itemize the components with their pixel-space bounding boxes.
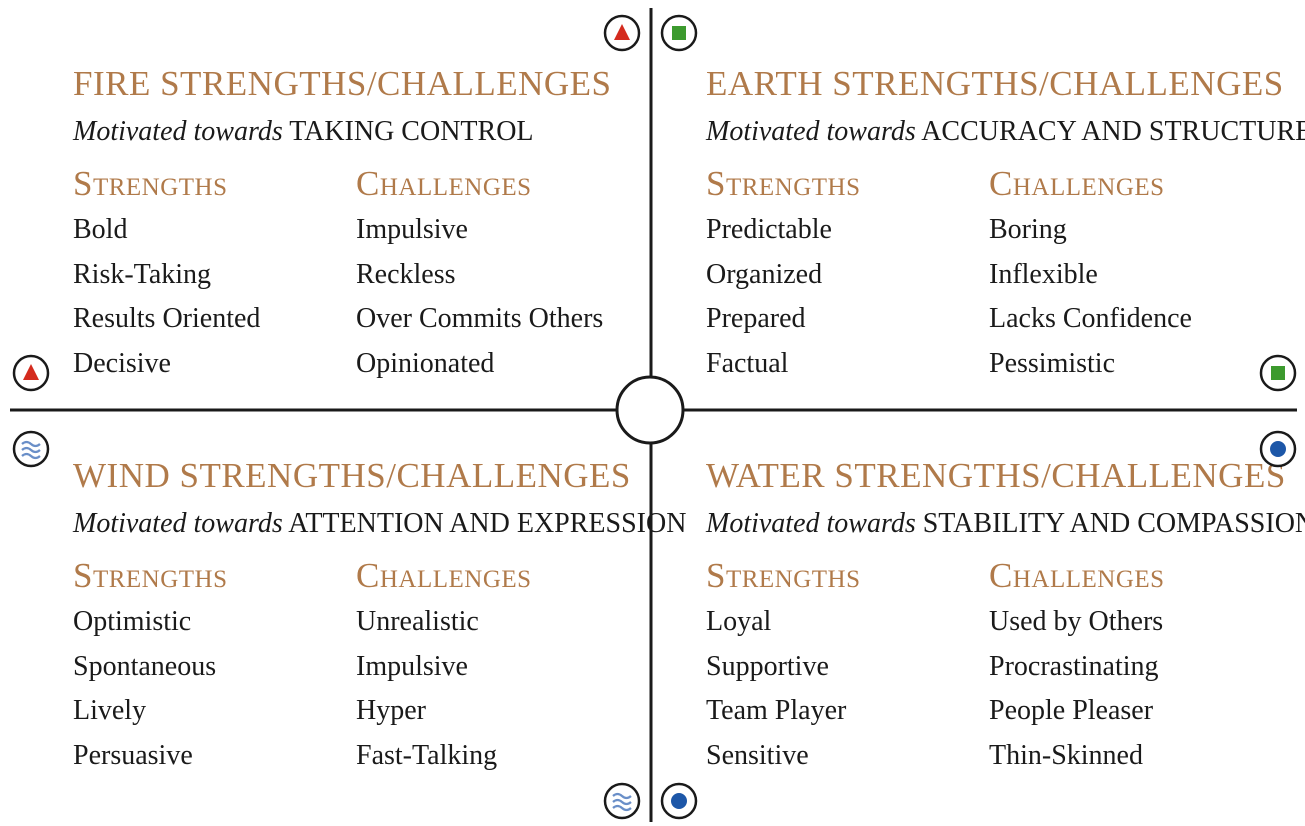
wind-challenges-column: Challenges Unrealistic Impulsive Hyper F…: [356, 556, 532, 780]
wind-strength-item: Persuasive: [73, 739, 193, 771]
wind-motivation-prefix: Motivated towards: [73, 508, 283, 539]
water-strength-item: Sensitive: [706, 739, 809, 771]
fire-challenge-item: Impulsive: [356, 214, 468, 245]
earth-motivation: Motivated towards ACCURACY AND STRUCTURE: [706, 116, 1305, 148]
earth-challenge-item: Pessimistic: [989, 347, 1116, 379]
water-strengths-heading: Strengths: [706, 556, 861, 595]
water-challenge-item: Used by Others: [989, 606, 1164, 637]
wind-challenges-heading: Challenges: [356, 556, 532, 595]
water-title: WATER STRENGTHS/CHALLENGES: [706, 456, 1286, 495]
red-triangle-icon: [12, 354, 50, 392]
earth-title: EARTH STRENGTHS/CHALLENGES: [706, 64, 1284, 103]
earth-challenges-heading: Challenges: [989, 164, 1165, 203]
blue-circle-icon: [1259, 430, 1297, 468]
water-motivation-prefix: Motivated towards: [706, 508, 916, 539]
earth-challenge-item: Lacks Confidence: [989, 303, 1192, 334]
wind-challenges-list: Unrealistic Impulsive Hyper Fast-Talking: [356, 602, 532, 780]
earth-strengths-heading: Strengths: [706, 164, 861, 203]
wind-strength-item: Optimistic: [73, 606, 192, 637]
wind-challenge-item: Hyper: [356, 695, 426, 726]
fire-strength-item: Results Oriented: [73, 303, 261, 334]
fire-strengths-list: Bold Risk-Taking Results Oriented Decisi…: [73, 210, 260, 388]
water-strengths-column: Strengths Loyal Supportive Team Player S…: [706, 556, 861, 780]
fire-challenge-item: Over Commits Others: [356, 303, 604, 334]
wind-strength-item: Lively: [73, 695, 147, 726]
water-strengths-list: Loyal Supportive Team Player Sensitive: [706, 602, 861, 780]
fire-challenges-list: Impulsive Reckless Over Commits Others O…: [356, 210, 603, 388]
wind-challenge-item: Fast-Talking: [356, 739, 498, 771]
water-motivation-target: STABILITY AND COMPASSION: [922, 508, 1305, 539]
earth-challenges-column: Challenges Boring Inflexible Lacks Confi…: [989, 164, 1192, 388]
earth-strengths-list: Predictable Organized Prepared Factual: [706, 210, 861, 388]
earth-motivation-target: ACCURACY AND STRUCTURE: [921, 116, 1305, 147]
wind-strengths-heading: Strengths: [73, 556, 228, 595]
green-square-icon: [660, 14, 698, 52]
fire-motivation: Motivated towards TAKING CONTROL: [73, 116, 534, 148]
wind-motivation-target: ATTENTION AND EXPRESSION: [288, 508, 687, 539]
water-challenge-item: People Pleaser: [989, 695, 1154, 726]
fire-challenge-item: Reckless: [356, 258, 456, 290]
earth-challenges-list: Boring Inflexible Lacks Confidence Pessi…: [989, 210, 1192, 388]
blue-wave-icon: [603, 782, 641, 820]
wind-challenge-item: Impulsive: [356, 650, 468, 682]
fire-strength-item: Bold: [73, 214, 128, 245]
center-circle: [615, 375, 685, 445]
fire-challenge-item: Opinionated: [356, 347, 495, 379]
earth-strength-item: Predictable: [706, 214, 832, 245]
blue-wave-icon: [12, 430, 50, 468]
earth-strength-item: Prepared: [706, 303, 806, 334]
water-challenge-item: Procrastinating: [989, 650, 1159, 682]
fire-strength-item: Risk-Taking: [73, 258, 212, 290]
water-challenges-heading: Challenges: [989, 556, 1165, 595]
red-triangle-icon: [603, 14, 641, 52]
earth-strengths-column: Strengths Predictable Organized Prepared…: [706, 164, 861, 388]
water-strength-item: Loyal: [706, 606, 772, 637]
fire-title: FIRE STRENGTHS/CHALLENGES: [73, 64, 612, 103]
water-challenge-item: Thin-Skinned: [989, 739, 1143, 771]
fire-challenges-column: Challenges Impulsive Reckless Over Commi…: [356, 164, 603, 388]
fire-strengths-column: Strengths Bold Risk-Taking Results Orien…: [73, 164, 260, 388]
wind-challenge-item: Unrealistic: [356, 606, 479, 637]
wind-strength-item: Spontaneous: [73, 650, 217, 682]
fire-motivation-prefix: Motivated towards: [73, 116, 283, 147]
fire-motivation-target: TAKING CONTROL: [289, 116, 534, 147]
earth-motivation-prefix: Motivated towards: [706, 116, 916, 147]
water-strength-item: Supportive: [706, 650, 829, 682]
water-challenges-list: Used by Others Procrastinating People Pl…: [989, 602, 1165, 780]
water-motivation: Motivated towards STABILITY AND COMPASSI…: [706, 508, 1305, 540]
fire-strengths-heading: Strengths: [73, 164, 228, 203]
water-strength-item: Team Player: [706, 695, 847, 726]
water-challenges-column: Challenges Used by Others Procrastinatin…: [989, 556, 1165, 780]
earth-strength-item: Factual: [706, 347, 789, 379]
earth-challenge-item: Boring: [989, 214, 1067, 245]
fire-strength-item: Decisive: [73, 347, 171, 379]
earth-challenge-item: Inflexible: [989, 258, 1098, 290]
earth-strength-item: Organized: [706, 258, 823, 290]
wind-motivation: Motivated towards ATTENTION AND EXPRESSI…: [73, 508, 686, 540]
fire-challenges-heading: Challenges: [356, 164, 532, 203]
blue-circle-icon: [660, 782, 698, 820]
wind-strengths-list: Optimistic Spontaneous Lively Persuasive: [73, 602, 228, 780]
green-square-icon: [1259, 354, 1297, 392]
wind-strengths-column: Strengths Optimistic Spontaneous Lively …: [73, 556, 228, 780]
wind-title: WIND STRENGTHS/CHALLENGES: [73, 456, 631, 495]
